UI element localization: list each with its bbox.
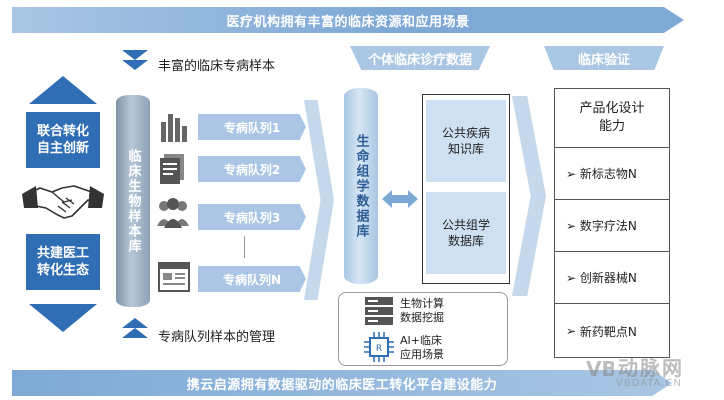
vb-logo-icon: VB — [586, 357, 614, 381]
validation-item: ➢ 数字疗法N — [554, 200, 670, 252]
clinical-validation-header: 临床验证 — [544, 46, 664, 70]
co-build-ecosystem-box: 共建医工 转化生态 — [26, 234, 100, 290]
ai-chip-icon: R — [364, 332, 394, 362]
document-icon — [160, 154, 186, 184]
cohort-2: 专病队列2 — [198, 156, 306, 182]
joint-innovation-box: 联合转化 自主创新 — [26, 112, 100, 168]
svg-text:VB: VB — [586, 357, 614, 381]
watermark: VB 动脉网 VBDATA.CN — [586, 352, 716, 396]
public-omics-db: 公共组学 数据库 — [426, 192, 506, 274]
bar-chart-icon — [160, 112, 188, 142]
chevron-right-icon: ➢ — [566, 218, 580, 233]
validation-item: ➢ 新药靶点N — [566, 324, 637, 339]
validation-item: ➢ 新标志物N — [554, 148, 670, 200]
bio-computing-label: 生物计算 数据挖掘 — [400, 297, 444, 324]
chevron-down-icon — [122, 50, 148, 60]
chevron-up-icon — [122, 318, 148, 328]
product-design-title: 产品化设计 能力 — [554, 88, 670, 148]
flow-chevron — [512, 96, 546, 296]
individual-data-header: 个体临床诊疗数据 — [350, 46, 490, 70]
svg-text:R: R — [376, 344, 382, 354]
cohort-1: 专病队列1 — [198, 114, 306, 140]
cohort-management-label: 专病队列样本的管理 — [158, 330, 276, 345]
chevron-right-icon: ➢ — [566, 270, 580, 285]
server-stack-icon — [364, 296, 394, 326]
rich-samples-label: 丰富的临床专病样本 — [158, 59, 276, 74]
flow-chevron — [304, 100, 334, 300]
validation-item: ➢ 创新器械N — [554, 252, 670, 304]
chevron-up-icon — [122, 328, 148, 338]
watermark-url: VBDATA.CN — [616, 378, 682, 389]
ellipsis-line — [244, 236, 245, 258]
cohort-n: 专病队列N — [198, 266, 306, 292]
ai-clinical-label: AI+临床 应用场景 — [400, 334, 444, 361]
left-down-arrow — [29, 304, 97, 332]
left-up-arrow — [29, 76, 97, 104]
public-disease-kb: 公共疾病 知识库 — [426, 100, 506, 182]
chevron-right-icon: ➢ — [566, 324, 580, 338]
bottom-banner: 携云启源拥有数据驱动的临床医工转化平台建设能力 — [12, 370, 672, 396]
bidirectional-arrow-icon — [382, 188, 418, 210]
group-people-icon — [156, 198, 190, 228]
omics-db-cylinder: 生命组学数据库 — [344, 88, 378, 284]
biobank-cylinder: 临床生物样本库 — [116, 95, 150, 307]
chevron-right-icon: ➢ — [566, 166, 580, 181]
omics-db-label: 生命组学数据库 — [353, 133, 369, 239]
chevron-down-icon — [122, 60, 148, 70]
validation-panel — [554, 88, 670, 358]
biobank-label: 临床生物样本库 — [125, 148, 141, 254]
cohort-3: 专病队列3 — [198, 204, 306, 230]
handshake-icon — [22, 178, 104, 224]
top-banner: 医疗机构拥有丰富的临床资源和应用场景 — [12, 7, 684, 33]
watermark-brand: 动脉网 — [618, 356, 684, 380]
browser-window-icon — [158, 262, 190, 292]
